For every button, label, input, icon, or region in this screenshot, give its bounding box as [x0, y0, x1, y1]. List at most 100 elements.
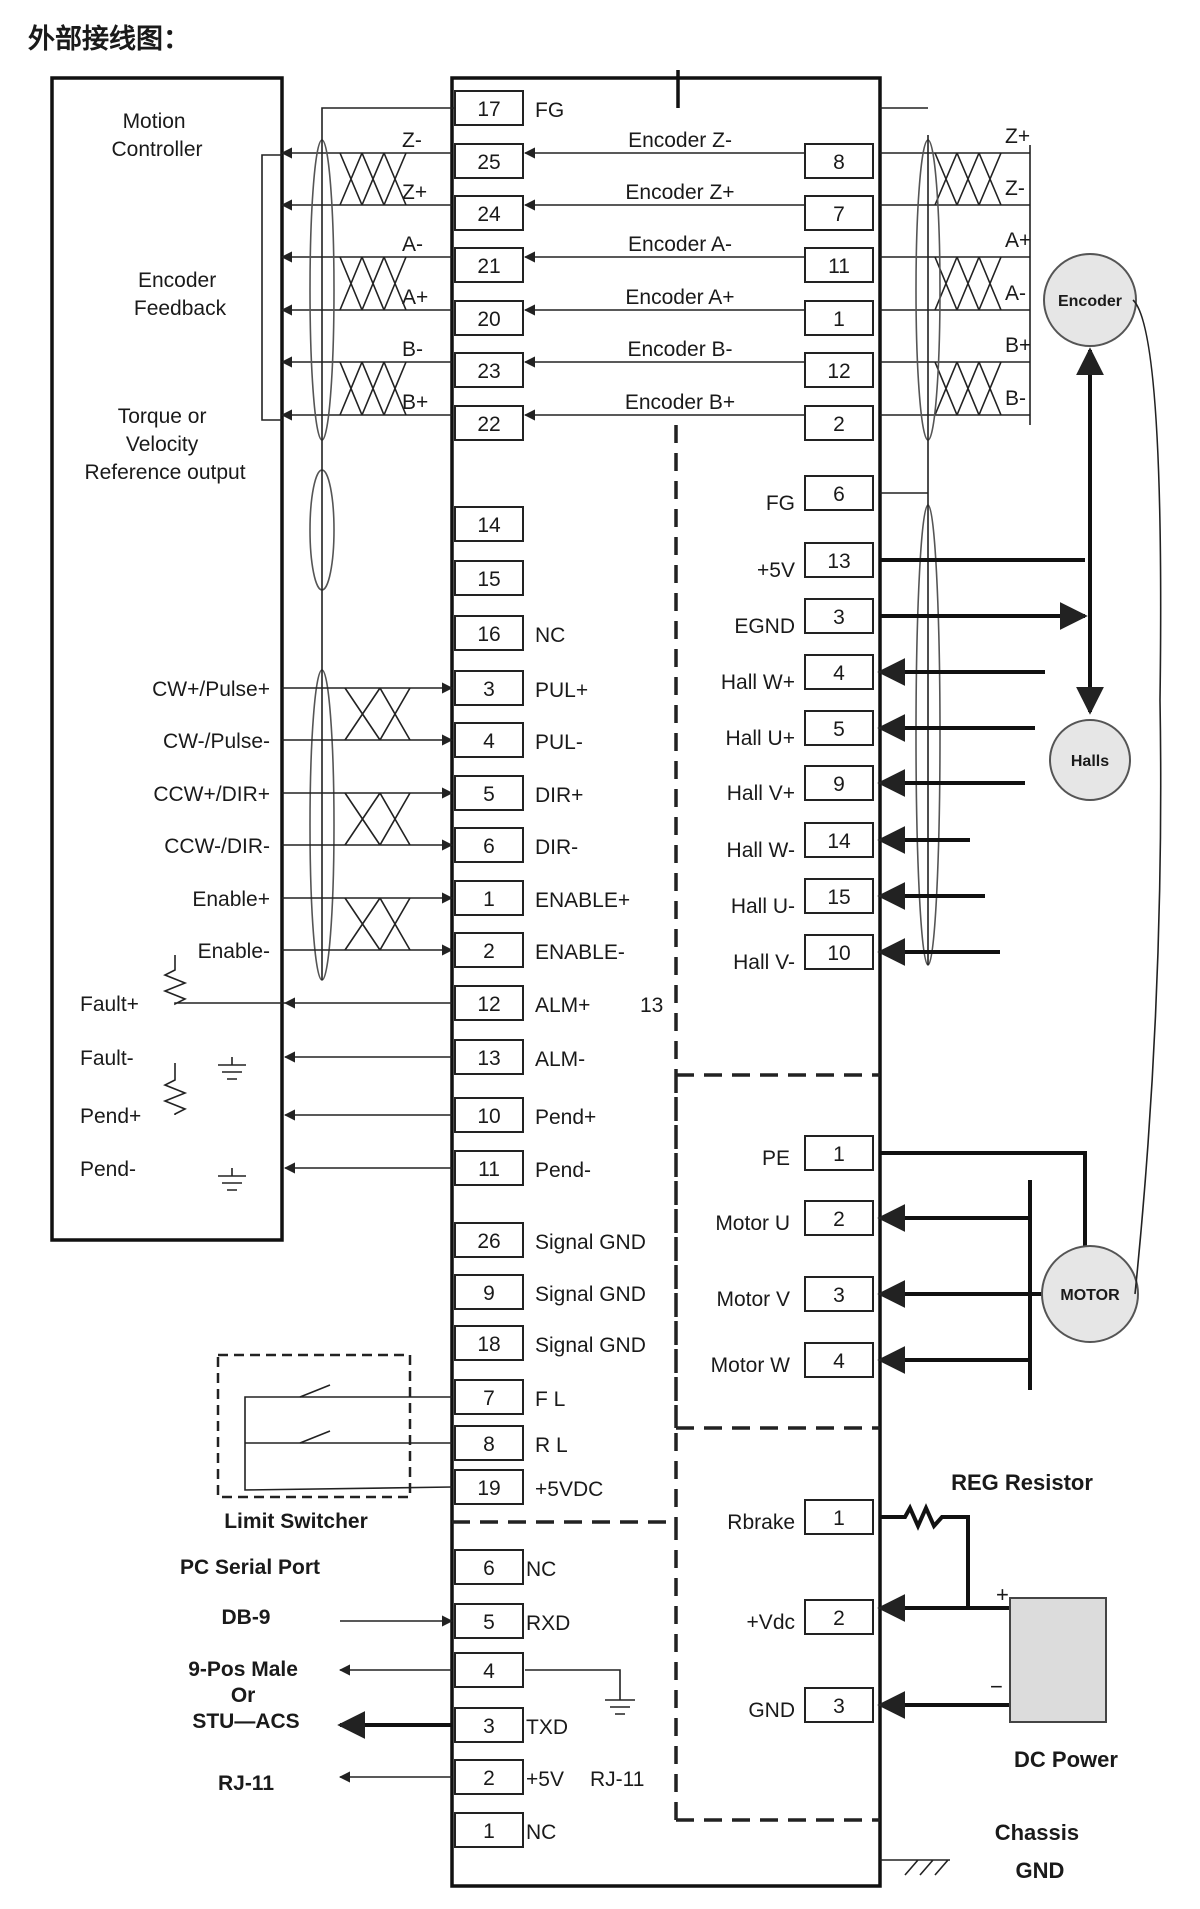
twisted-pair-left: [361, 361, 385, 416]
controller-input-label: CW-/Pulse-: [163, 730, 270, 753]
power-pin-label: GND: [748, 1699, 795, 1722]
left-pin-number: 1: [483, 888, 495, 911]
hall-pin-box: [804, 822, 874, 858]
left-pin-label: +5VDC: [535, 1478, 603, 1501]
left-pin-number: 5: [483, 1611, 495, 1634]
left-pin-box: [454, 985, 524, 1021]
chassis-line2: GND: [1016, 1858, 1065, 1883]
controller-input-label: Enable+: [192, 888, 270, 911]
twisted-pair-left: [339, 152, 363, 206]
left-pair-label: Z-: [402, 129, 422, 152]
left-pin-label: R L: [535, 1434, 568, 1457]
left-pin-box: [454, 932, 524, 968]
command-twist: [344, 792, 411, 846]
left-pin-number: 15: [477, 568, 500, 591]
hall-pin-number: 9: [833, 773, 845, 796]
twisted-pair-left: [339, 361, 363, 416]
encoder-pin-number: 1: [833, 308, 845, 331]
controller-input-label: Enable-: [198, 940, 270, 963]
hall-pin-label: EGND: [734, 615, 795, 638]
left-pin-box: [454, 1425, 524, 1461]
rj11-pin-label: RJ-11: [590, 1768, 644, 1791]
encoder-pin-box: [804, 300, 874, 336]
left-pin-label: NC: [526, 1821, 556, 1844]
twisted-pair-right: [934, 256, 958, 311]
chassis-ground-symbol: [880, 1859, 950, 1876]
left-pin-label: Pend+: [535, 1106, 596, 1129]
hall-power-wire: [880, 558, 1085, 616]
pullup-resistor-1: [162, 955, 285, 1006]
left-pin-label: ALM+: [535, 994, 590, 1017]
motor-pin-number: 2: [833, 1208, 845, 1231]
left-pin-number: 16: [477, 623, 500, 646]
left-pin-box: [454, 143, 524, 179]
serial-ground: [525, 1669, 635, 1715]
torque-line3: Reference output: [84, 461, 245, 484]
hall-pin-number: 6: [833, 483, 845, 506]
motor-pin-box: [804, 1342, 874, 1378]
left-pin-label: Signal GND: [535, 1283, 646, 1306]
left-pin-number: 2: [483, 1767, 495, 1790]
left-pin-number: 7: [483, 1387, 495, 1410]
left-pin-label: PUL+: [535, 679, 588, 702]
encoder-pin-box: [804, 352, 874, 388]
dc-power-label: DC Power: [1014, 1747, 1118, 1772]
left-pin-box: [454, 827, 524, 863]
encoder-signal-label: Encoder A+: [625, 286, 734, 309]
hall-pin-label: Hall V-: [733, 951, 795, 974]
left-pin-box: [454, 352, 524, 388]
motion-controller-line1: Motion: [123, 110, 186, 133]
encoder-pin-number: 2: [833, 413, 845, 436]
left-pin-box: [454, 1603, 524, 1639]
reg-resistor-label: REG Resistor: [951, 1470, 1093, 1495]
motor-device-label: MOTOR: [1060, 1287, 1120, 1304]
left-pin-label: +5V: [526, 1768, 564, 1791]
plus-sign: +: [996, 1582, 1009, 1607]
motor-pin-label: Motor V: [716, 1288, 790, 1311]
motor-pin-label: Motor U: [715, 1212, 790, 1235]
left-pin-box: [454, 1379, 524, 1415]
left-pin-label: Signal GND: [535, 1334, 646, 1357]
left-pin-number: 17: [477, 98, 500, 121]
rj11-device-label: RJ-11: [218, 1772, 274, 1795]
motor-pin-box: [804, 1276, 874, 1312]
power-pin-box: [804, 1687, 874, 1723]
right-pair-label: Z+: [1005, 125, 1030, 148]
torque-line1: Torque or: [118, 405, 207, 428]
hall-pin-number: 3: [833, 606, 845, 629]
power-pin-box: [804, 1599, 874, 1635]
ground-symbol-2: [218, 1168, 246, 1191]
hall-pin-box: [804, 475, 874, 511]
left-pin-label: ALM-: [535, 1048, 585, 1071]
hall-pin-label: Hall V+: [727, 782, 795, 805]
fg-wire: [321, 107, 455, 135]
left-pin-label: Signal GND: [535, 1231, 646, 1254]
left-pin-label: ENABLE+: [535, 889, 630, 912]
motor-pin-label: Motor W: [711, 1354, 791, 1377]
command-twist: [344, 897, 411, 951]
minus-sign: −: [990, 1674, 1003, 1699]
power-pin-label: Rbrake: [727, 1511, 795, 1534]
left-pin-label: F L: [535, 1388, 565, 1411]
controller-output-label: Fault+: [80, 993, 139, 1016]
encoder-signal-label: Encoder A-: [628, 233, 732, 256]
left-pin-label: Pend-: [535, 1159, 591, 1182]
ground-symbol-1: [218, 1057, 246, 1080]
left-pin-box: [454, 1039, 524, 1075]
controller-input-label: CCW+/DIR+: [153, 783, 270, 806]
hall-pin-label: Hall W-: [727, 839, 795, 862]
left-pin-label: FG: [535, 99, 564, 122]
motor-pin-number: 4: [833, 1350, 845, 1373]
diagram-title: 外部接线图：: [28, 23, 190, 54]
left-pair-label: Z+: [402, 181, 427, 204]
left-pin-label: DIR-: [535, 836, 578, 859]
right-pair-label: B+: [1005, 334, 1031, 357]
limit-switch-wiring: [244, 1396, 453, 1491]
hall-pin-number: 13: [827, 550, 850, 573]
left-pin-box: [454, 195, 524, 231]
controller-wires: CW+/Pulse+CW-/Pulse-CCW+/DIR+CCW-/DIR-En…: [80, 107, 1085, 1876]
left-pin-number: 4: [483, 1660, 495, 1683]
